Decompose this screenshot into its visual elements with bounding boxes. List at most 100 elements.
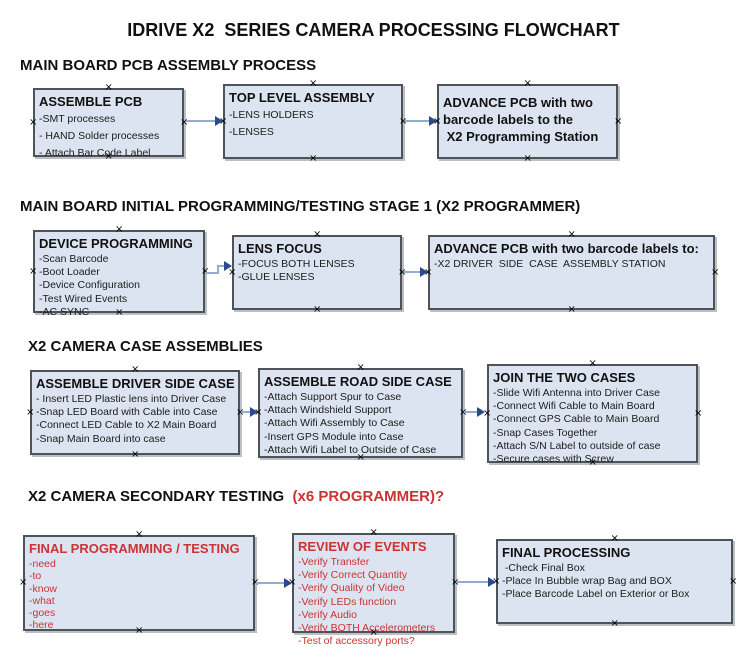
- box-item: -Verify Correct Quantity: [298, 569, 408, 582]
- connection-handle-icon: [29, 268, 37, 276]
- flow-box: ASSEMBLE ROAD SIDE CASE-Attach Support S…: [258, 368, 463, 458]
- box-item: -Place Barcode Label on Exterior or Box: [502, 588, 690, 601]
- box-item: -Snap LED Board with Cable into Case: [36, 406, 218, 419]
- arrow-shaft: [256, 582, 286, 584]
- box-item: -Test Wired Events: [39, 292, 128, 305]
- connection-handle-icon: [729, 578, 737, 586]
- arrow-head-icon: [477, 407, 485, 417]
- box-item: -Snap Cases Together: [493, 426, 598, 439]
- section-header-red-text: (x6 PROGRAMMER)?: [288, 488, 445, 505]
- arrow-head-icon: [429, 116, 437, 126]
- box-item: -need: [29, 558, 56, 570]
- arrow-head-icon: [488, 577, 496, 587]
- arrow-shaft: [464, 411, 479, 413]
- box-item: -SMT processes: [39, 113, 116, 125]
- arrow-head-icon: [215, 116, 223, 126]
- box-item: -Secure cases with Screw: [493, 453, 614, 466]
- flow-arrow: [256, 578, 292, 588]
- flow-arrow: [241, 407, 258, 417]
- connection-handle-icon: [131, 366, 139, 374]
- section-header-text: X2 CAMERA CASE ASSEMBLIES: [28, 338, 263, 355]
- flow-box: LENS FOCUS-FOCUS BOTH LENSES-GLUE LENSES: [232, 235, 402, 310]
- box-item: -AC SYNC: [39, 305, 90, 318]
- box-title: ADVANCE PCB with two barcode labels to t…: [443, 95, 599, 144]
- connection-handle-icon: [105, 84, 113, 92]
- box-item: -Test of accessory ports?: [298, 635, 415, 648]
- flow-box: JOIN THE TWO CASES -Slide Wifi Antenna in…: [487, 364, 698, 466]
- flow-box: FINAL PROCESSING -Check Final Box-Place …: [496, 539, 733, 624]
- connection-handle-icon: [135, 531, 143, 539]
- box-item: -to: [29, 570, 42, 583]
- flow-arrow: [464, 407, 485, 417]
- flow-arrow: [404, 267, 428, 277]
- box-item: -Attach Wifi Assembly to Case: [264, 417, 405, 430]
- box-item: -LENSES: [229, 126, 274, 138]
- page-title: IDRIVE X2 SERIES CAMERA PROCESSING FLOWC…: [127, 20, 620, 40]
- connection-handle-icon: [711, 269, 719, 277]
- arrow-shaft: [217, 265, 225, 267]
- box-title: DEVICE PROGRAMMING: [39, 236, 193, 251]
- section-header: MAIN BOARD PCB ASSEMBLY PROCESS: [20, 57, 316, 74]
- connection-handle-icon: [568, 231, 576, 239]
- box-title: FINAL PROCESSING: [502, 545, 631, 560]
- flow-box: REVIEW OF EVENTS-Verify Transfer-Verify …: [292, 533, 455, 647]
- flow-arrow: [405, 116, 437, 126]
- arrow-shaft: [205, 272, 219, 274]
- box-title: LENS FOCUS: [238, 241, 322, 256]
- box-item: -goes: [29, 607, 56, 620]
- section-header: X2 CAMERA CASE ASSEMBLIES: [28, 338, 263, 355]
- box-item: -Slide Wifi Antenna into Driver Case: [493, 387, 660, 399]
- connection-handle-icon: [309, 155, 317, 163]
- connection-handle-icon: [309, 80, 317, 88]
- box-item: -know: [29, 582, 58, 595]
- flow-arrow: [456, 577, 496, 587]
- box-item: -Verify Transfer: [298, 556, 370, 568]
- box-title: FINAL PROGRAMMING / TESTING: [29, 541, 240, 556]
- arrow-shaft: [405, 120, 431, 122]
- connection-handle-icon: [29, 119, 37, 127]
- connection-handle-icon: [589, 360, 597, 368]
- box-title: ADVANCE PCB with two barcode labels to:: [434, 241, 699, 256]
- box-item: -Verify Audio: [298, 608, 357, 621]
- flow-box: FINAL PROGRAMMING / TESTING -need-to-know…: [23, 535, 255, 631]
- arrow-head-icon: [250, 407, 258, 417]
- connection-handle-icon: [614, 118, 622, 126]
- flow-box: ADVANCE PCB with two barcode labels to:-…: [428, 235, 715, 310]
- arrow-head-icon: [224, 261, 232, 271]
- box-item: -Connect LED Cable to X2 Main Board: [36, 419, 217, 432]
- connection-handle-icon: [313, 231, 321, 239]
- connection-handle-icon: [568, 306, 576, 314]
- box-item: -Boot Loader: [39, 266, 100, 279]
- box-item: -Verify Quality of Video: [298, 582, 405, 595]
- box-title: JOIN THE TWO CASES: [493, 370, 636, 385]
- box-item: -LENS HOLDERS: [229, 109, 314, 121]
- section-header-text: MAIN BOARD PCB ASSEMBLY PROCESS: [20, 57, 317, 74]
- connection-handle-icon: [131, 451, 139, 459]
- box-item: -Snap Main Board into case: [36, 432, 166, 445]
- box-item: -Attach S/N Label to outside of case: [493, 439, 661, 452]
- arrow-shaft: [186, 120, 217, 122]
- flow-box: ADVANCE PCB with two barcode labels to t…: [437, 84, 618, 159]
- box-title: REVIEW OF EVENTS: [298, 539, 427, 554]
- box-item: -Connect GPS Cable to Main Board: [493, 413, 660, 426]
- flow-box: ASSEMBLE DRIVER SIDE CASE- Insert LED Pl…: [30, 370, 240, 455]
- section-header: X2 CAMERA SECONDARY TESTING (x6 PROGRAMM…: [28, 488, 444, 505]
- flow-box: DEVICE PROGRAMMING -Scan Barcode-Boot Loa…: [33, 230, 205, 318]
- box-item: -what: [29, 594, 55, 607]
- box-item: -GLUE LENSES: [238, 271, 315, 284]
- arrow-shaft: [241, 411, 252, 413]
- arrow-shaft: [456, 581, 490, 583]
- box-item: -Scan Barcode: [39, 253, 109, 265]
- box-item: - Insert LED Plastic lens into Driver Ca…: [36, 393, 227, 405]
- connection-handle-icon: [611, 620, 619, 628]
- box-item: -Verify LEDs function: [298, 595, 397, 608]
- connection-handle-icon: [115, 226, 123, 234]
- connection-handle-icon: [313, 306, 321, 314]
- arrow-shaft: [404, 271, 422, 273]
- flow-box: ASSEMBLE PCB-SMT processes- HAND Solder …: [33, 88, 184, 159]
- box-item: -Attach Support Spur to Case: [264, 391, 402, 403]
- connection-handle-icon: [26, 409, 34, 417]
- box-item: -Verify BOTH Accelerometers: [298, 622, 436, 635]
- flow-box: TOP LEVEL ASSEMBLY-LENS HOLDERS-LENSES: [223, 84, 403, 159]
